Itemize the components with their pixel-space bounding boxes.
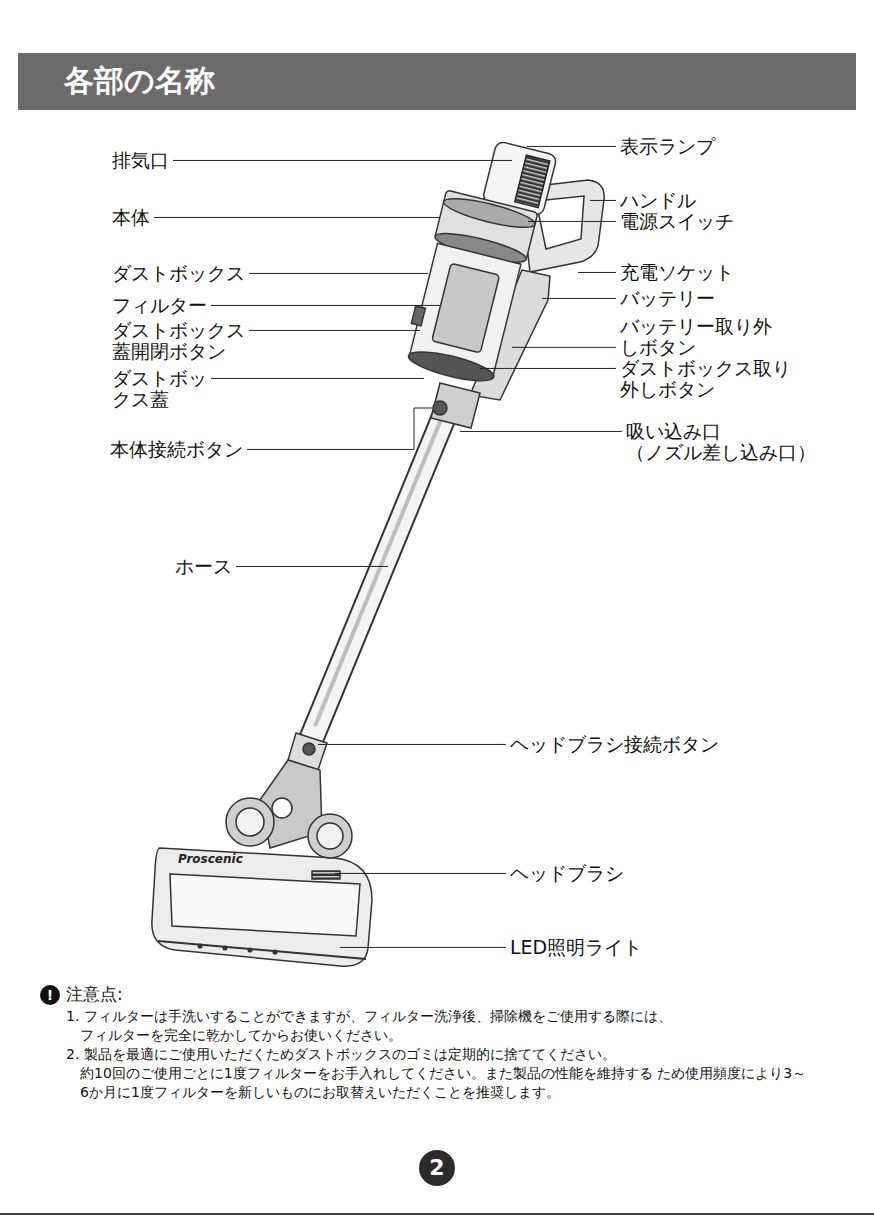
part-label: ハンドル — [620, 190, 696, 211]
illustration-part — [223, 946, 227, 950]
illustration-part — [198, 944, 202, 948]
illustration-part — [236, 808, 264, 836]
leader-line — [340, 947, 506, 948]
illustration-part — [317, 823, 343, 849]
illustration-part — [273, 950, 277, 954]
node-text: 2 — [429, 1157, 444, 1179]
leader-line — [211, 305, 440, 306]
part-label: バッテリー取り外 しボタン — [620, 316, 772, 358]
part-label: 排気口 — [112, 150, 169, 171]
illustration-part — [406, 346, 496, 387]
part-label: 本体 — [112, 207, 150, 228]
page-rule — [0, 1213, 874, 1215]
illustration-part — [226, 798, 274, 846]
illustration-part — [152, 848, 372, 966]
head-brush-illustration — [152, 733, 372, 966]
part-label: 吸い込み口 （ノズル差し込み口） — [626, 421, 816, 463]
illustration-part — [170, 874, 360, 936]
part-label: バッテリー — [620, 288, 715, 309]
note-text: 2. 製品を最適にご使用いただくためダストボックスのゴミは定期的に捨ててください… — [66, 1045, 826, 1102]
illustration-part — [158, 941, 366, 959]
leader-line — [527, 146, 616, 147]
illustration-part — [515, 155, 550, 207]
leader-line — [154, 217, 440, 218]
leader-line — [590, 200, 616, 201]
leader-line — [211, 378, 424, 379]
leader-line — [480, 368, 616, 369]
leader-line — [247, 408, 432, 449]
part-label: 本体接続ボタン — [110, 439, 243, 460]
leader-line — [173, 160, 512, 161]
part-label: ダストボックス 蓋開閉ボタン — [112, 320, 245, 362]
part-label: ダストボックス — [112, 263, 245, 284]
label: Proscenic — [178, 853, 243, 866]
part-label: 充電ソケット — [620, 262, 734, 283]
illustration-part — [431, 383, 480, 428]
part-label: 表示ランプ — [620, 136, 715, 157]
page-number: 2 — [419, 1150, 455, 1186]
illustration-part — [272, 798, 292, 818]
illustration-part — [308, 814, 352, 858]
part-label: ヘッドブラシ — [510, 863, 624, 884]
illustration-part — [401, 131, 557, 388]
leader-line — [236, 566, 388, 567]
part-label: ダストボッ クス蓋 — [112, 368, 207, 410]
part-label: ヘッドブラシ接続ボタン — [510, 734, 719, 755]
leader-line — [249, 273, 428, 274]
leader-line — [335, 873, 506, 874]
leader-line — [512, 347, 616, 348]
node-text: ! — [47, 988, 53, 1002]
caution-icon: ! — [40, 985, 60, 1005]
leader-line — [249, 330, 420, 331]
part-label: LED照明ライト — [510, 937, 642, 958]
illustration-part — [433, 401, 447, 415]
page-title: 各部の名称 — [64, 61, 215, 101]
illustration-part — [432, 263, 500, 353]
leader-line — [542, 298, 616, 299]
part-label: 電源スイッチ — [620, 211, 734, 232]
part-label: フィルター — [112, 295, 207, 316]
note-text: 1. フィルターは手洗いすることができますが、フィルター洗浄後、掃除機をご使用す… — [66, 1007, 826, 1045]
leader-line — [528, 221, 616, 222]
illustration-part — [315, 400, 449, 726]
illustration-part — [312, 871, 340, 879]
leader-line — [460, 431, 622, 432]
illustration-part — [248, 948, 252, 952]
part-label: ダストボックス取り 外しボタン — [620, 358, 791, 400]
illustration-part — [411, 306, 425, 326]
label: 注意点: — [66, 985, 123, 1004]
illustration-part — [303, 743, 315, 755]
part-label: ホース — [175, 556, 232, 577]
illustration-part — [442, 193, 538, 233]
vacuum-body — [401, 131, 604, 428]
leader-line — [318, 744, 506, 745]
leader-line — [578, 272, 616, 273]
